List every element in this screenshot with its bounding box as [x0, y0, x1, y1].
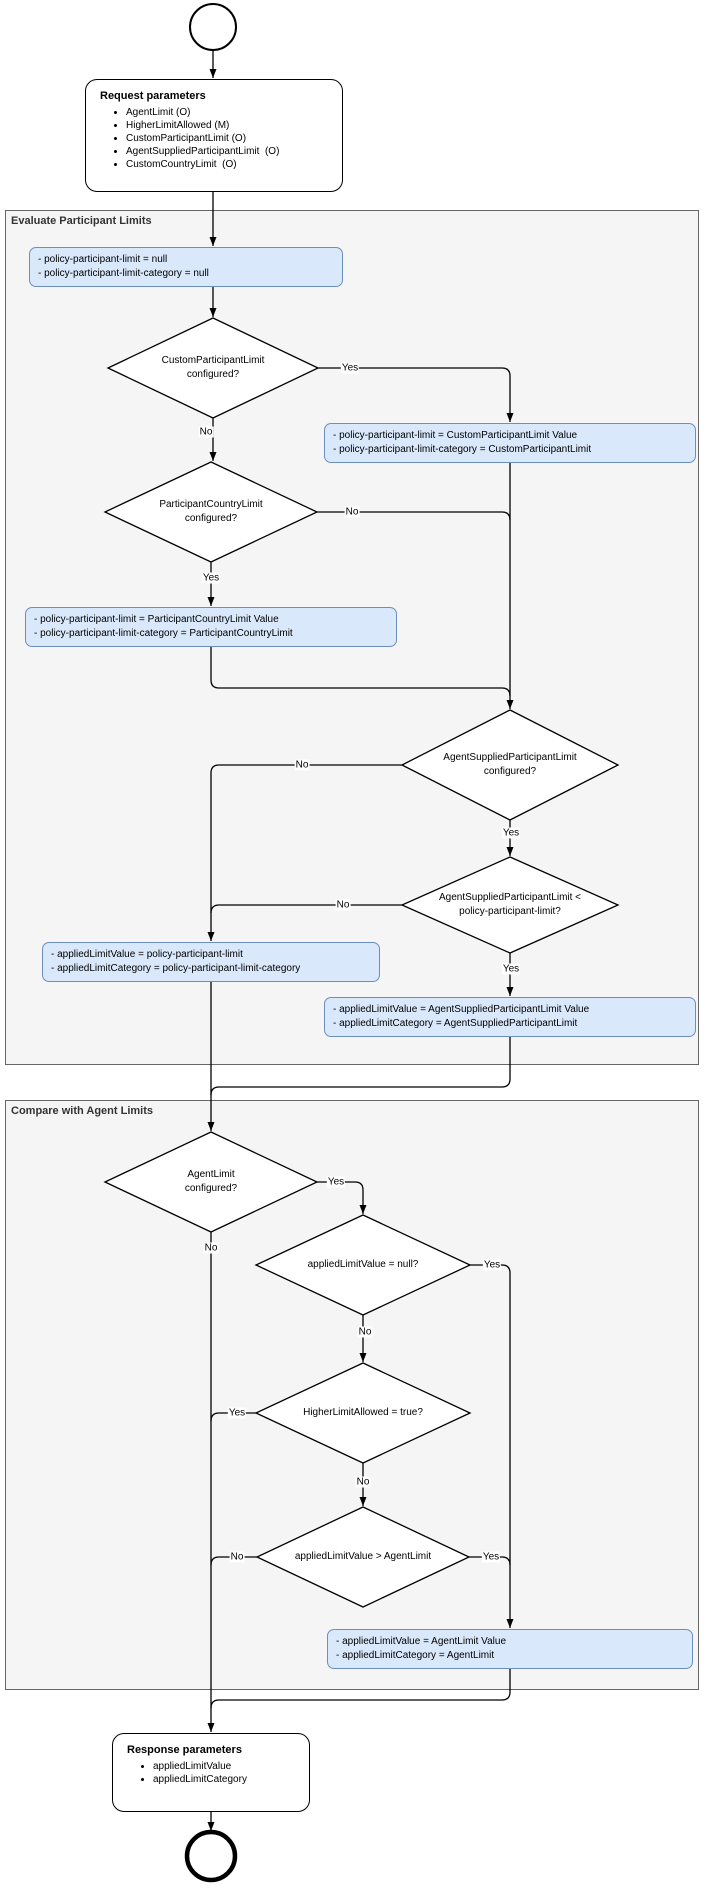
edge-label-less-than-yes: Yes [501, 963, 521, 975]
note-line: - appliedLimitCategory = AgentLimit [336, 1650, 495, 1661]
note-line: - appliedLimitCategory = policy-particip… [51, 963, 301, 974]
edge-label-greater-yes: Yes [481, 1551, 501, 1563]
edge-label-less-than-no: No [335, 899, 351, 911]
section-label: Compare with Agent Limits [11, 1105, 153, 1117]
edge-label-null-no: No [357, 1326, 373, 1338]
edge-label-country-no: No [344, 506, 360, 518]
edge-label-higher-yes: Yes [227, 1407, 247, 1419]
request-param-item: CustomParticipantLimit (O) [126, 132, 330, 145]
edge-null-yes [470, 1264, 514, 1628]
note-line: - policy-participant-limit-category = Cu… [333, 444, 592, 455]
request-parameters-list: AgentLimit (O) HigherLimitAllowed (M) Cu… [126, 106, 330, 171]
note-line: - appliedLimitValue = policy-participant… [51, 949, 243, 960]
start-node [189, 3, 237, 51]
end-node [184, 1829, 238, 1883]
request-parameters-box: Request parameters AgentLimit (O) Higher… [85, 79, 343, 192]
edge-label-agent-supplied-no: No [294, 759, 310, 771]
note-line: - appliedLimitValue = AgentSuppliedParti… [333, 1004, 590, 1015]
edge-agent-supplied-no [207, 764, 402, 941]
response-parameters-list: appliedLimitValue appliedLimitCategory [153, 1760, 297, 1786]
decision-applied-null [254, 1214, 472, 1316]
edge-agent-limit-yes [317, 1181, 367, 1214]
edge-supplied-note-return [210, 1037, 511, 1096]
section-label: Evaluate Participant Limits [11, 215, 152, 227]
edge-label-custom-yes: Yes [340, 362, 360, 374]
decision-agent-supplied-less [400, 856, 620, 954]
edge-country-no [317, 511, 511, 521]
note-set-participant-country: - policy-participant-limit = Participant… [25, 607, 397, 647]
edge-label-country-yes: Yes [201, 572, 221, 584]
edge-custom-yes [318, 367, 514, 422]
edge-greater-yes [469, 1556, 511, 1566]
edge-label-agent-limit-yes: Yes [326, 1176, 346, 1188]
request-param-item: CustomCountryLimit (O) [126, 158, 330, 171]
response-param-item: appliedLimitCategory [153, 1773, 297, 1786]
note-line: - policy-participant-limit-category = Pa… [34, 628, 293, 639]
note-line: - appliedLimitCategory = AgentSuppliedPa… [333, 1018, 578, 1029]
decision-participant-country-limit [103, 461, 319, 563]
edge-label-greater-no: No [229, 1551, 245, 1563]
note-set-custom-participant: - policy-participant-limit = CustomParti… [324, 423, 696, 463]
note-line: - policy-participant-limit = CustomParti… [333, 430, 578, 441]
edge-label-null-yes: Yes [482, 1259, 502, 1271]
note-line: - policy-participant-limit = Participant… [34, 614, 279, 625]
request-param-item: AgentLimit (O) [126, 106, 330, 119]
response-parameters-box: Response parameters appliedLimitValue ap… [112, 1733, 310, 1812]
request-parameters-title: Request parameters [100, 90, 206, 102]
edge-label-higher-no: No [355, 1476, 371, 1488]
request-param-item: AgentSuppliedParticipantLimit (O) [126, 145, 330, 158]
decision-higher-limit-allowed [254, 1362, 472, 1464]
decision-applied-greater [255, 1506, 471, 1608]
note-line: - appliedLimitValue = AgentLimit Value [336, 1636, 507, 1647]
decision-custom-participant-limit [106, 317, 320, 419]
edge-label-agent-limit-no: No [203, 1242, 219, 1254]
note-apply-agent-limit: - appliedLimitValue = AgentLimit Value -… [327, 1629, 693, 1669]
edge-label-agent-supplied-yes: Yes [501, 827, 521, 839]
decision-agent-limit-configured [103, 1131, 319, 1233]
edge-agent-note-return [210, 1669, 511, 1709]
edge-higher-yes [210, 1412, 256, 1422]
response-param-item: appliedLimitValue [153, 1760, 297, 1773]
edge-greater-no [210, 1556, 257, 1566]
decision-agent-supplied-configured [400, 709, 620, 821]
edge-label-custom-no: No [198, 426, 214, 438]
note-init-policy: - policy-participant-limit = null - poli… [29, 247, 343, 287]
note-apply-policy-limit: - appliedLimitValue = policy-participant… [42, 942, 380, 982]
response-parameters-title: Response parameters [127, 1744, 242, 1756]
edge-less-than-no [210, 904, 402, 914]
request-param-item: HigherLimitAllowed (M) [126, 119, 330, 132]
note-line: - policy-participant-limit = null [38, 254, 168, 265]
note-line: - policy-participant-limit-category = nu… [38, 268, 209, 279]
edge-country-note-return [210, 647, 511, 697]
note-apply-agent-supplied-limit: - appliedLimitValue = AgentSuppliedParti… [324, 997, 696, 1037]
